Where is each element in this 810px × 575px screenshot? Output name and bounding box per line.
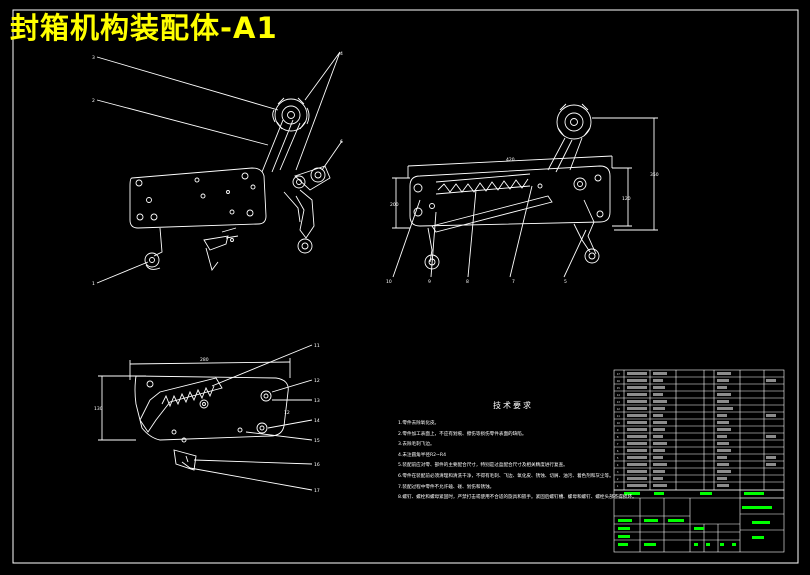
svg-text:17: 17	[617, 373, 620, 376]
svg-text:15: 15	[314, 438, 320, 444]
title-block-green-marks	[618, 492, 772, 546]
svg-text:15: 15	[617, 387, 620, 390]
svg-text:350: 350	[650, 172, 659, 178]
svg-text:10: 10	[386, 279, 392, 285]
svg-text:6: 6	[340, 139, 343, 145]
svg-text:130: 130	[94, 406, 103, 412]
requirement-item: 2.零件加工表面上，不应有划痕、擦伤等损伤零件表面的缺陷。	[398, 431, 527, 437]
svg-text:10: 10	[617, 422, 620, 425]
svg-text:13: 13	[314, 398, 320, 404]
svg-text:8: 8	[617, 436, 619, 439]
svg-text:16: 16	[617, 380, 620, 383]
svg-text:3: 3	[92, 55, 95, 61]
requirement-item: 1.零件去除氧化皮。	[398, 421, 440, 426]
svg-text:7: 7	[512, 279, 515, 285]
svg-text:17: 17	[314, 488, 320, 494]
requirement-item: 8.螺钉、螺栓和螺母紧固时，严禁打击或使用不合适的旋具和扳手。紧固后螺钉槽、螺母…	[398, 495, 637, 501]
top-view	[98, 344, 313, 491]
front-view	[96, 51, 343, 284]
svg-text:13: 13	[617, 401, 620, 404]
svg-text:3: 3	[617, 471, 619, 474]
svg-text:16: 16	[314, 462, 320, 468]
drawing-frame	[12, 9, 799, 564]
side-view	[392, 103, 658, 278]
technical-requirements-heading: 技术要求	[493, 401, 533, 410]
svg-text:12: 12	[617, 408, 620, 411]
bom-table-text: 17 16 15 14 13 12 11 10 9 8 7 6 5 4 3 2 1	[617, 373, 620, 488]
svg-text:2: 2	[617, 478, 619, 481]
requirement-item: 6.零件在装配前必须清理和清洗干净，不得有毛刺、飞边、氧化皮、锈蚀、切屑、油污、…	[398, 473, 614, 479]
svg-text:5: 5	[564, 279, 567, 285]
requirement-item: 3.去除毛刺飞边。	[398, 442, 435, 448]
side-view-labels: 420 200 120 350 10 9 8 7 5	[386, 157, 659, 285]
svg-text:420: 420	[506, 157, 515, 163]
svg-text:8: 8	[466, 279, 469, 285]
svg-text:200: 200	[390, 202, 399, 208]
svg-text:1: 1	[617, 485, 619, 488]
svg-text:12: 12	[314, 378, 320, 384]
requirement-item: 7.装配过程中零件不允许磕、碰、划伤和锈蚀。	[398, 484, 495, 490]
svg-text:11: 11	[314, 343, 320, 349]
svg-text:1: 1	[92, 281, 95, 287]
svg-text:6: 6	[617, 450, 619, 453]
svg-text:7: 7	[617, 443, 619, 446]
title-block	[613, 489, 785, 553]
svg-text:11: 11	[617, 415, 620, 418]
svg-text:9: 9	[617, 429, 619, 432]
top-view-labels: 280 130 12 11 12 13 14 15 16 17	[94, 343, 320, 494]
svg-text:4: 4	[340, 51, 343, 57]
technical-requirements: 技术要求 1.零件去除氧化皮。 2.零件加工表面上，不应有划痕、擦伤等损伤零件表…	[398, 400, 637, 504]
svg-text:4: 4	[617, 464, 619, 467]
front-view-part-labels: 3 2 4 6 1	[92, 51, 343, 287]
requirement-item: 4.未注圆角半径R2~R4	[398, 452, 447, 458]
svg-text:120: 120	[622, 196, 631, 202]
bom-table-fills	[627, 372, 776, 487]
svg-text:14: 14	[617, 394, 620, 397]
svg-text:9: 9	[428, 279, 431, 285]
svg-text:2: 2	[92, 98, 95, 104]
svg-text:5: 5	[617, 457, 619, 460]
svg-text:280: 280	[200, 357, 209, 363]
svg-text:12: 12	[284, 410, 290, 416]
requirement-item: 5.装配前应对零、部件的主要配合尺寸，特别是过盈配合尺寸及相关精度进行复查。	[398, 463, 568, 469]
bom-table	[613, 369, 785, 491]
drawing-title: 封箱机构装配体-A1	[10, 11, 278, 45]
svg-text:14: 14	[314, 418, 320, 424]
